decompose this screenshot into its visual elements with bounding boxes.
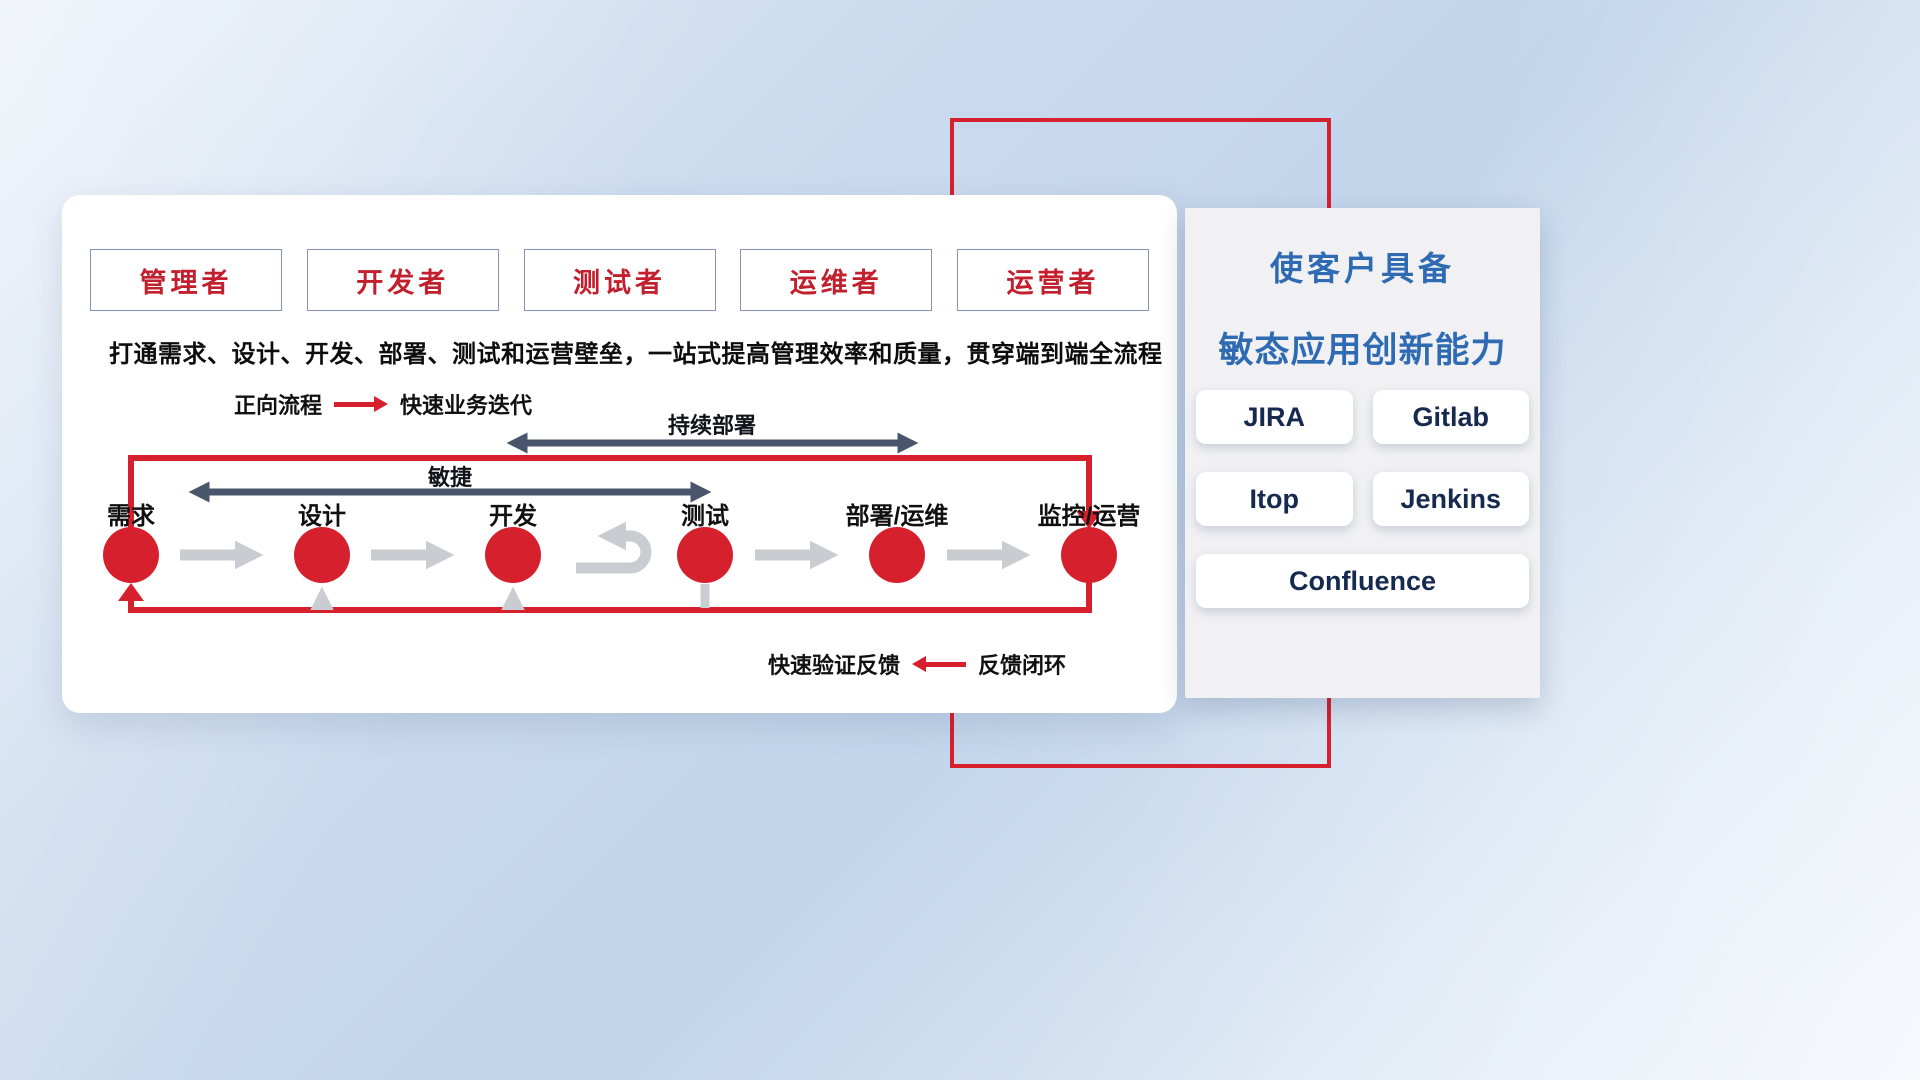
tool-button-jenkins: Jenkins [1372,472,1529,526]
role-label: 运维者 [789,267,883,298]
tool-button-confluence: Confluence [1196,554,1529,608]
stage-node-deploy-ops [869,527,925,583]
feedback-red-arrow-icon [912,655,967,673]
role-label: 开发者 [356,267,450,298]
tool-button-gitlab: Gitlab [1372,390,1529,444]
stage-label-monitor-ops: 监控/运营 [1037,503,1141,530]
forward-legend-label: 正向流程 [234,393,323,418]
tool-buttons-grid: JIRA Gitlab Itop Jenkins Confluence [1196,390,1529,608]
role-box-manager: 管理者 [90,249,282,311]
tool-button-itop: Itop [1196,472,1353,526]
forward-red-arrow-icon [334,395,389,413]
devops-flow-card: 管理者 开发者 测试者 运维者 运营者 打通需求、设计、开发、部署、测试和运营壁… [62,195,1177,713]
stage-label-testing: 测试 [681,503,729,530]
role-label: 测试者 [573,267,666,298]
stage-label-requirements: 需求 [107,503,155,530]
forward-legend-caption: 快速业务迭代 [400,393,533,418]
stage-node-design [294,527,350,583]
tools-panel: 使客户具备 敏态应用创新能力 JIRA Gitlab Itop Jenkins … [1185,208,1540,698]
stage-node-monitor-ops [1061,527,1117,583]
forward-legend: 正向流程 快速业务迭代 [234,388,532,420]
feedback-legend: 快速验证反馈 反馈闭环 [768,648,1066,680]
feedback-legend-caption: 反馈闭环 [978,653,1067,678]
feedback-loop-arrowhead-icon [118,583,144,601]
stage-label-development: 开发 [489,503,537,530]
panel-title-line1: 使客户具备 [1270,250,1455,287]
roles-row: 管理者 开发者 测试者 运维者 运营者 [90,249,1149,311]
continuous-deployment-label: 持续部署 [667,413,756,438]
feedback-legend-label: 快速验证反馈 [768,653,901,678]
stage-label-deploy-ops: 部署/运维 [845,503,949,530]
role-label: 运营者 [1006,267,1100,298]
role-label: 管理者 [139,267,233,298]
role-box-ops: 运维者 [740,249,933,311]
panel-title: 使客户具备 敏态应用创新能力 [1185,208,1540,373]
flow-diagram [103,432,1117,613]
agile-label: 敏捷 [427,465,472,490]
card-description: 打通需求、设计、开发、部署、测试和运营壁垒，一站式提高管理效率和质量，贯穿端到端… [109,341,1163,368]
stage-node-testing [677,527,733,583]
stage-label-design: 设计 [298,503,346,530]
forward-loop-line [128,455,1092,528]
role-box-operator: 运营者 [957,249,1149,311]
tool-button-jira: JIRA [1196,390,1353,444]
role-box-developer: 开发者 [306,249,499,311]
role-box-tester: 测试者 [523,249,716,311]
forward-loop-arrowhead-icon [1076,511,1102,529]
iteration-loop-arrow-icon [576,521,652,574]
stage-node-requirements [103,527,159,583]
panel-title-line2: 敏态应用创新能力 [1218,331,1507,370]
stage-node-development [485,527,541,583]
feedback-loop-line [128,582,1092,613]
